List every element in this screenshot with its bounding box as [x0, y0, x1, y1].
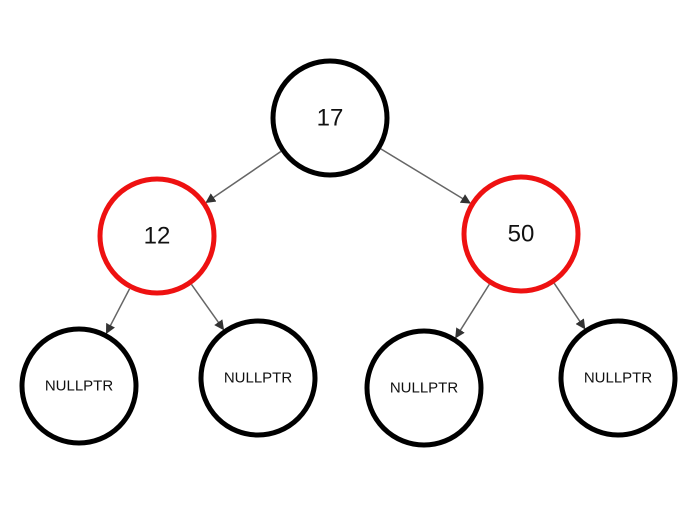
red-node-circle [97, 176, 217, 296]
node-label: NULLPTR [390, 380, 459, 397]
black-node-circle [19, 326, 139, 446]
black-node-circle [198, 318, 318, 438]
tree-node-n12: 12 [97, 176, 217, 296]
tree-node-nil3: NULLPTR [364, 328, 484, 448]
tree-node-nil1: NULLPTR [19, 326, 139, 446]
tree-node-nil2: NULLPTR [198, 318, 318, 438]
black-node-circle [270, 58, 390, 178]
node-label: 17 [317, 105, 344, 132]
node-label: NULLPTR [584, 370, 653, 387]
edges-layer [105, 148, 586, 339]
edge-n50-to-nil3 [455, 283, 490, 339]
edge-n17-to-n12 [205, 150, 282, 204]
red-node-circle [461, 174, 581, 294]
node-label: 12 [144, 223, 171, 250]
edge-n12-to-nil1 [105, 288, 131, 335]
edge-n50-to-nil4 [553, 282, 586, 330]
edge-n17-to-n50 [380, 148, 471, 204]
node-label: NULLPTR [45, 378, 114, 395]
tree-node-n50: 50 [461, 174, 581, 294]
black-node-circle [558, 318, 678, 438]
node-label: NULLPTR [224, 370, 293, 387]
black-node-circle [364, 328, 484, 448]
tree-node-nil4: NULLPTR [558, 318, 678, 438]
tree-node-n17: 17 [270, 58, 390, 178]
node-label: 50 [508, 221, 535, 248]
edge-n12-to-nil2 [190, 284, 225, 331]
